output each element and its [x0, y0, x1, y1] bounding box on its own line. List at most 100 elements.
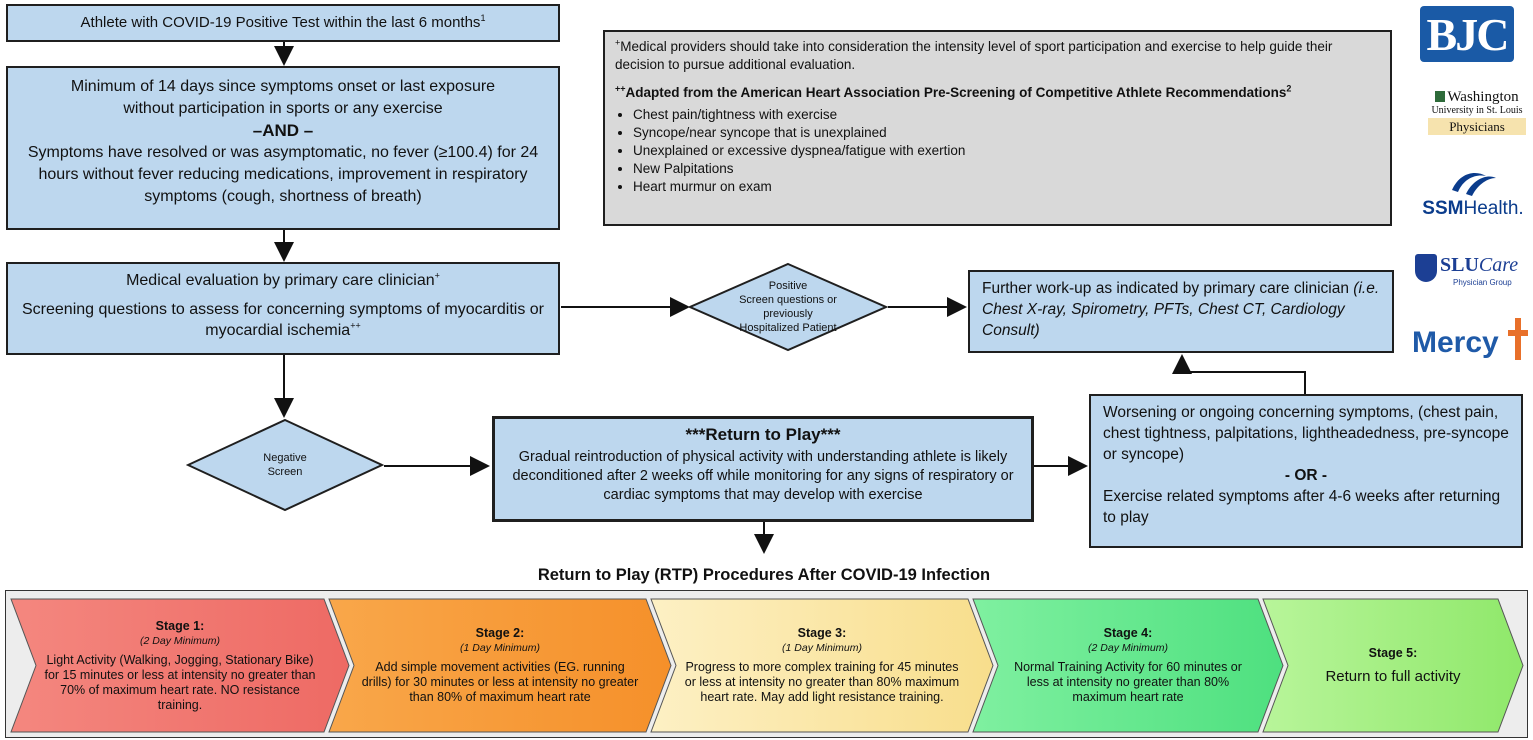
symptom-list: Chest pain/tightness with exercise Synco… [615, 106, 1380, 196]
min-days-line2: without participation in sports or any e… [123, 100, 443, 117]
covid-positive-box: Athlete with COVID-19 Positive Test with… [6, 4, 560, 42]
symptoms-resolved-text: Symptoms have resolved or was asymptomat… [27, 144, 539, 205]
stage-3-shape [650, 598, 994, 733]
mercy-wordmark: Mercy [1412, 326, 1499, 359]
stage-description: Normal Training Activity for 60 minutes … [1014, 660, 1242, 704]
and-label: –AND – [252, 121, 314, 140]
symptom-item: Syncope/near syncope that is unexplained [633, 124, 1380, 142]
slu-subtitle: Physician Group [1453, 278, 1512, 287]
negative-line-1: Negative [263, 452, 307, 464]
slucare-logo: SLUCare Physician Group [1415, 252, 1527, 292]
slu-main: SLU [1440, 254, 1479, 276]
stage-1-chevron: Stage 1:(2 Day Minimum) Light Activity (W… [10, 598, 350, 733]
ssm-bold: SSM [1422, 198, 1464, 219]
footnote-1: +Medical providers should take into cons… [615, 38, 1380, 74]
footnote-1-text: Medical providers should take into consi… [615, 39, 1333, 72]
positive-line-1: Positive [768, 280, 808, 292]
symptom-item: Heart murmur on exam [633, 178, 1380, 196]
stage-minimum: (2 Day Minimum) [1088, 642, 1168, 654]
washu-line-1: Washington [1428, 90, 1526, 105]
stage-description: Return to full activity [1325, 667, 1461, 685]
stage-title: Stage 2: [475, 626, 525, 640]
medical-eval-text: Medical evaluation by primary care clini… [126, 272, 435, 289]
footnote-2-heading-text: Adapted from the American Heart Associat… [625, 85, 1287, 100]
stage-description: Light Activity (Walking, Jogging, Statio… [44, 652, 316, 712]
footnote-1-mark: + [615, 37, 621, 48]
screening-line: Screening questions to assess for concer… [22, 299, 544, 341]
stage-minimum: (1 Day Minimum) [782, 642, 862, 654]
stage-title: Stage 3: [797, 626, 847, 640]
procedures-title: Return to Play (RTP) Procedures After CO… [537, 566, 991, 584]
covid-positive-footnote: 1 [480, 13, 486, 23]
footnote-2-heading: ++Adapted from the American Heart Associ… [615, 84, 1380, 102]
stage-description: Progress to more complex training for 45… [684, 660, 960, 704]
stage-4-chevron: Stage 4: (2 Day Minimum) Normal Training A… [972, 598, 1284, 733]
ssm-logo: SSMHealth. [1418, 168, 1528, 224]
slu-care: Care [1478, 254, 1519, 276]
stage-3-content: Stage 3: (1 Day Minimum) Progress to more … [682, 598, 962, 733]
stage-title: Stage 1: [155, 618, 205, 633]
symptom-item: Chest pain/tightness with exercise [633, 106, 1380, 124]
footnote-2-mark: ++ [615, 83, 626, 94]
slu-wordmark: SLUCare [1440, 254, 1518, 277]
washu-shield-icon [1435, 91, 1446, 102]
negative-screen-label: Negative Screen [186, 418, 384, 512]
bjc-logo-text: BJC [1426, 8, 1510, 60]
further-workup-examples: (i.e. Chest X-ray, Spirometry, PFTs, Che… [982, 280, 1380, 339]
ssm-swirl-icon [1452, 172, 1496, 196]
slu-crest-icon [1415, 254, 1437, 282]
ssm-rest: Health. [1463, 198, 1524, 219]
bjc-logo: BJC [1420, 6, 1514, 62]
ssm-wordmark: SSMHealth. [1418, 199, 1528, 219]
worsening-text: Worsening or ongoing concerning symptoms… [1103, 404, 1509, 463]
exercise-related-text: Exercise related symptoms after 4-6 week… [1103, 488, 1501, 526]
min-days-box: Minimum of 14 days since symptoms onset … [6, 66, 560, 230]
further-workup-text: Further work-up as indicated by primary … [982, 280, 1354, 297]
medical-eval-footnote: + [434, 270, 440, 281]
stage-minimum: (2 Day Minimum) [140, 634, 220, 647]
worsening-symptoms-box: Worsening or ongoing concerning symptoms… [1089, 394, 1523, 548]
screening-footnote: ++ [350, 320, 361, 331]
positive-line-3: previously [763, 308, 813, 320]
stage-description: Add simple movement activities (EG. runn… [361, 660, 639, 704]
screening-text: Screening questions to assess for concer… [22, 301, 545, 339]
stage-title: Stage 5: [1368, 645, 1418, 660]
symptom-item: New Palpitations [633, 160, 1380, 178]
footnote-2-ref: 2 [1286, 83, 1292, 94]
covid-positive-text: Athlete with COVID-19 Positive Test with… [80, 14, 481, 31]
stage-2-chevron: Stage 2: (1 Day Minimum) Add simple moveme… [328, 598, 672, 733]
washu-name: Washington [1447, 89, 1519, 105]
min-days-line1: Minimum of 14 days since symptoms onset … [70, 78, 496, 95]
stage-4-shape [972, 598, 1284, 733]
medical-eval-line: Medical evaluation by primary care clini… [22, 270, 544, 291]
or-label: - OR - [1284, 467, 1328, 484]
return-to-play-body: Gradual reintroduction of physical activ… [512, 449, 1014, 503]
stage-2-shape [328, 598, 672, 733]
further-workup-box: Further work-up as indicated by primary … [968, 270, 1394, 353]
positive-screen-label: Positive Screen questions or previously … [688, 262, 888, 352]
washu-line-3: Physicians [1428, 118, 1526, 135]
positive-line-4: Hospitalized Patient [739, 322, 837, 334]
negative-screen-diamond: Negative Screen [186, 418, 384, 512]
arrow-worsening-to-workup [1172, 354, 1306, 394]
stage-minimum: (1 Day Minimum) [460, 642, 540, 654]
stage-1-content: Stage 1:(2 Day Minimum) Light Activity (W… [42, 598, 318, 733]
stage-4-content: Stage 4: (2 Day Minimum) Normal Training A… [1004, 598, 1252, 733]
stage-5-chevron: Stage 5: Return to full activity [1262, 598, 1524, 733]
symptom-item: Unexplained or excessive dyspnea/fatigue… [633, 142, 1380, 160]
stage-5-content: Stage 5: Return to full activity [1294, 598, 1492, 733]
medical-eval-box: Medical evaluation by primary care clini… [6, 262, 560, 355]
washu-line-2: University in St. Louis [1431, 105, 1523, 116]
mercy-logo: Mercy [1410, 318, 1528, 366]
positive-line-2: Screen questions or [739, 294, 837, 306]
stage-title: Stage 4: [1103, 626, 1153, 640]
mercy-cross-icon [1508, 318, 1528, 360]
return-to-play-box: ***Return to Play*** Gradual reintroduct… [492, 416, 1034, 522]
negative-line-2: Screen [267, 466, 303, 478]
stage-5-shape [1262, 598, 1524, 733]
return-to-play-title: ***Return to Play*** [685, 425, 841, 444]
stage-3-chevron: Stage 3: (1 Day Minimum) Progress to more … [650, 598, 994, 733]
stage-1-shape [10, 598, 350, 733]
positive-screen-diamond: Positive Screen questions or previously … [688, 262, 888, 352]
footnote-panel: +Medical providers should take into cons… [603, 30, 1392, 226]
